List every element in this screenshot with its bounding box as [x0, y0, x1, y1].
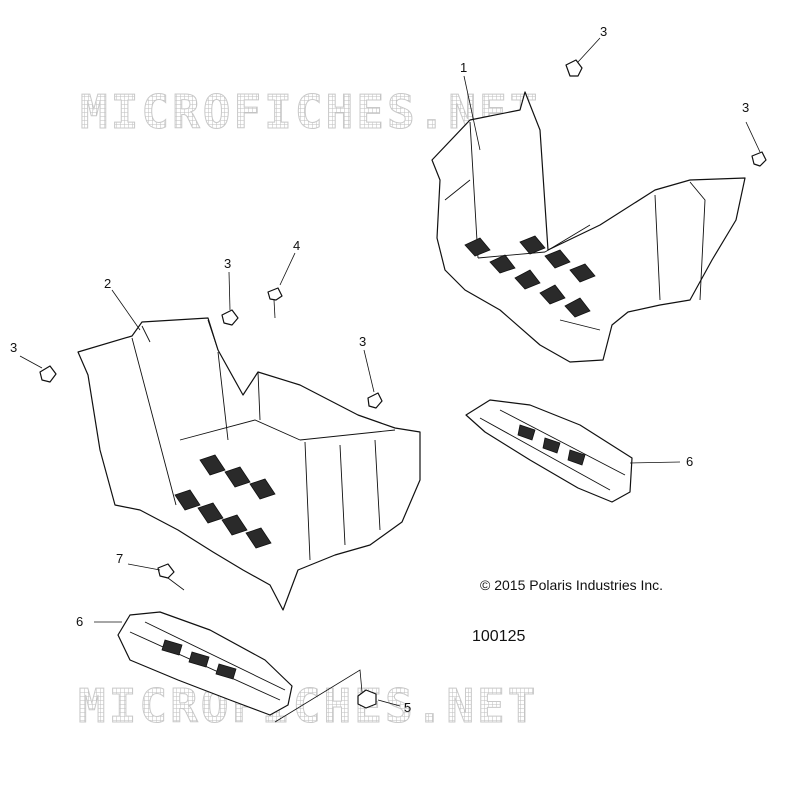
callout-6b: 6 [76, 614, 83, 629]
fastener-3b-icon [751, 151, 767, 167]
callout-5: 5 [404, 700, 411, 715]
callout-3c: 3 [224, 256, 231, 271]
fastener-3a-icon [565, 59, 583, 77]
fastener-3d-icon [39, 365, 57, 383]
bolt-4-icon [267, 287, 283, 319]
footwell-left [77, 317, 421, 611]
fastener-3c-icon [221, 309, 239, 326]
callout-6a: 6 [686, 454, 693, 469]
callout-3a: 3 [600, 24, 607, 39]
footwell-right-tread [464, 235, 596, 318]
callout-7: 7 [116, 551, 123, 566]
copyright-text: © 2015 Polaris Industries Inc. [480, 577, 663, 593]
nut-5-icon [357, 689, 377, 709]
footwell-right [431, 91, 746, 363]
callout-3b: 3 [742, 100, 749, 115]
screw-7-icon [157, 563, 185, 591]
floor-mat-left [117, 611, 293, 716]
footwell-left-tread [174, 454, 276, 549]
callout-1: 1 [460, 60, 467, 75]
watermark-top: MICROFICHES.NET [80, 85, 540, 139]
callout-2: 2 [104, 276, 111, 291]
callout-4: 4 [293, 238, 300, 253]
leader-lines [19, 37, 761, 723]
fastener-3e-icon [367, 392, 383, 409]
floor-mat-right [465, 399, 633, 503]
figure-number: 100125 [472, 628, 525, 645]
callout-3e: 3 [359, 334, 366, 349]
callout-3d: 3 [10, 340, 17, 355]
watermark-bottom: MICROFICHES.NET [78, 679, 538, 733]
